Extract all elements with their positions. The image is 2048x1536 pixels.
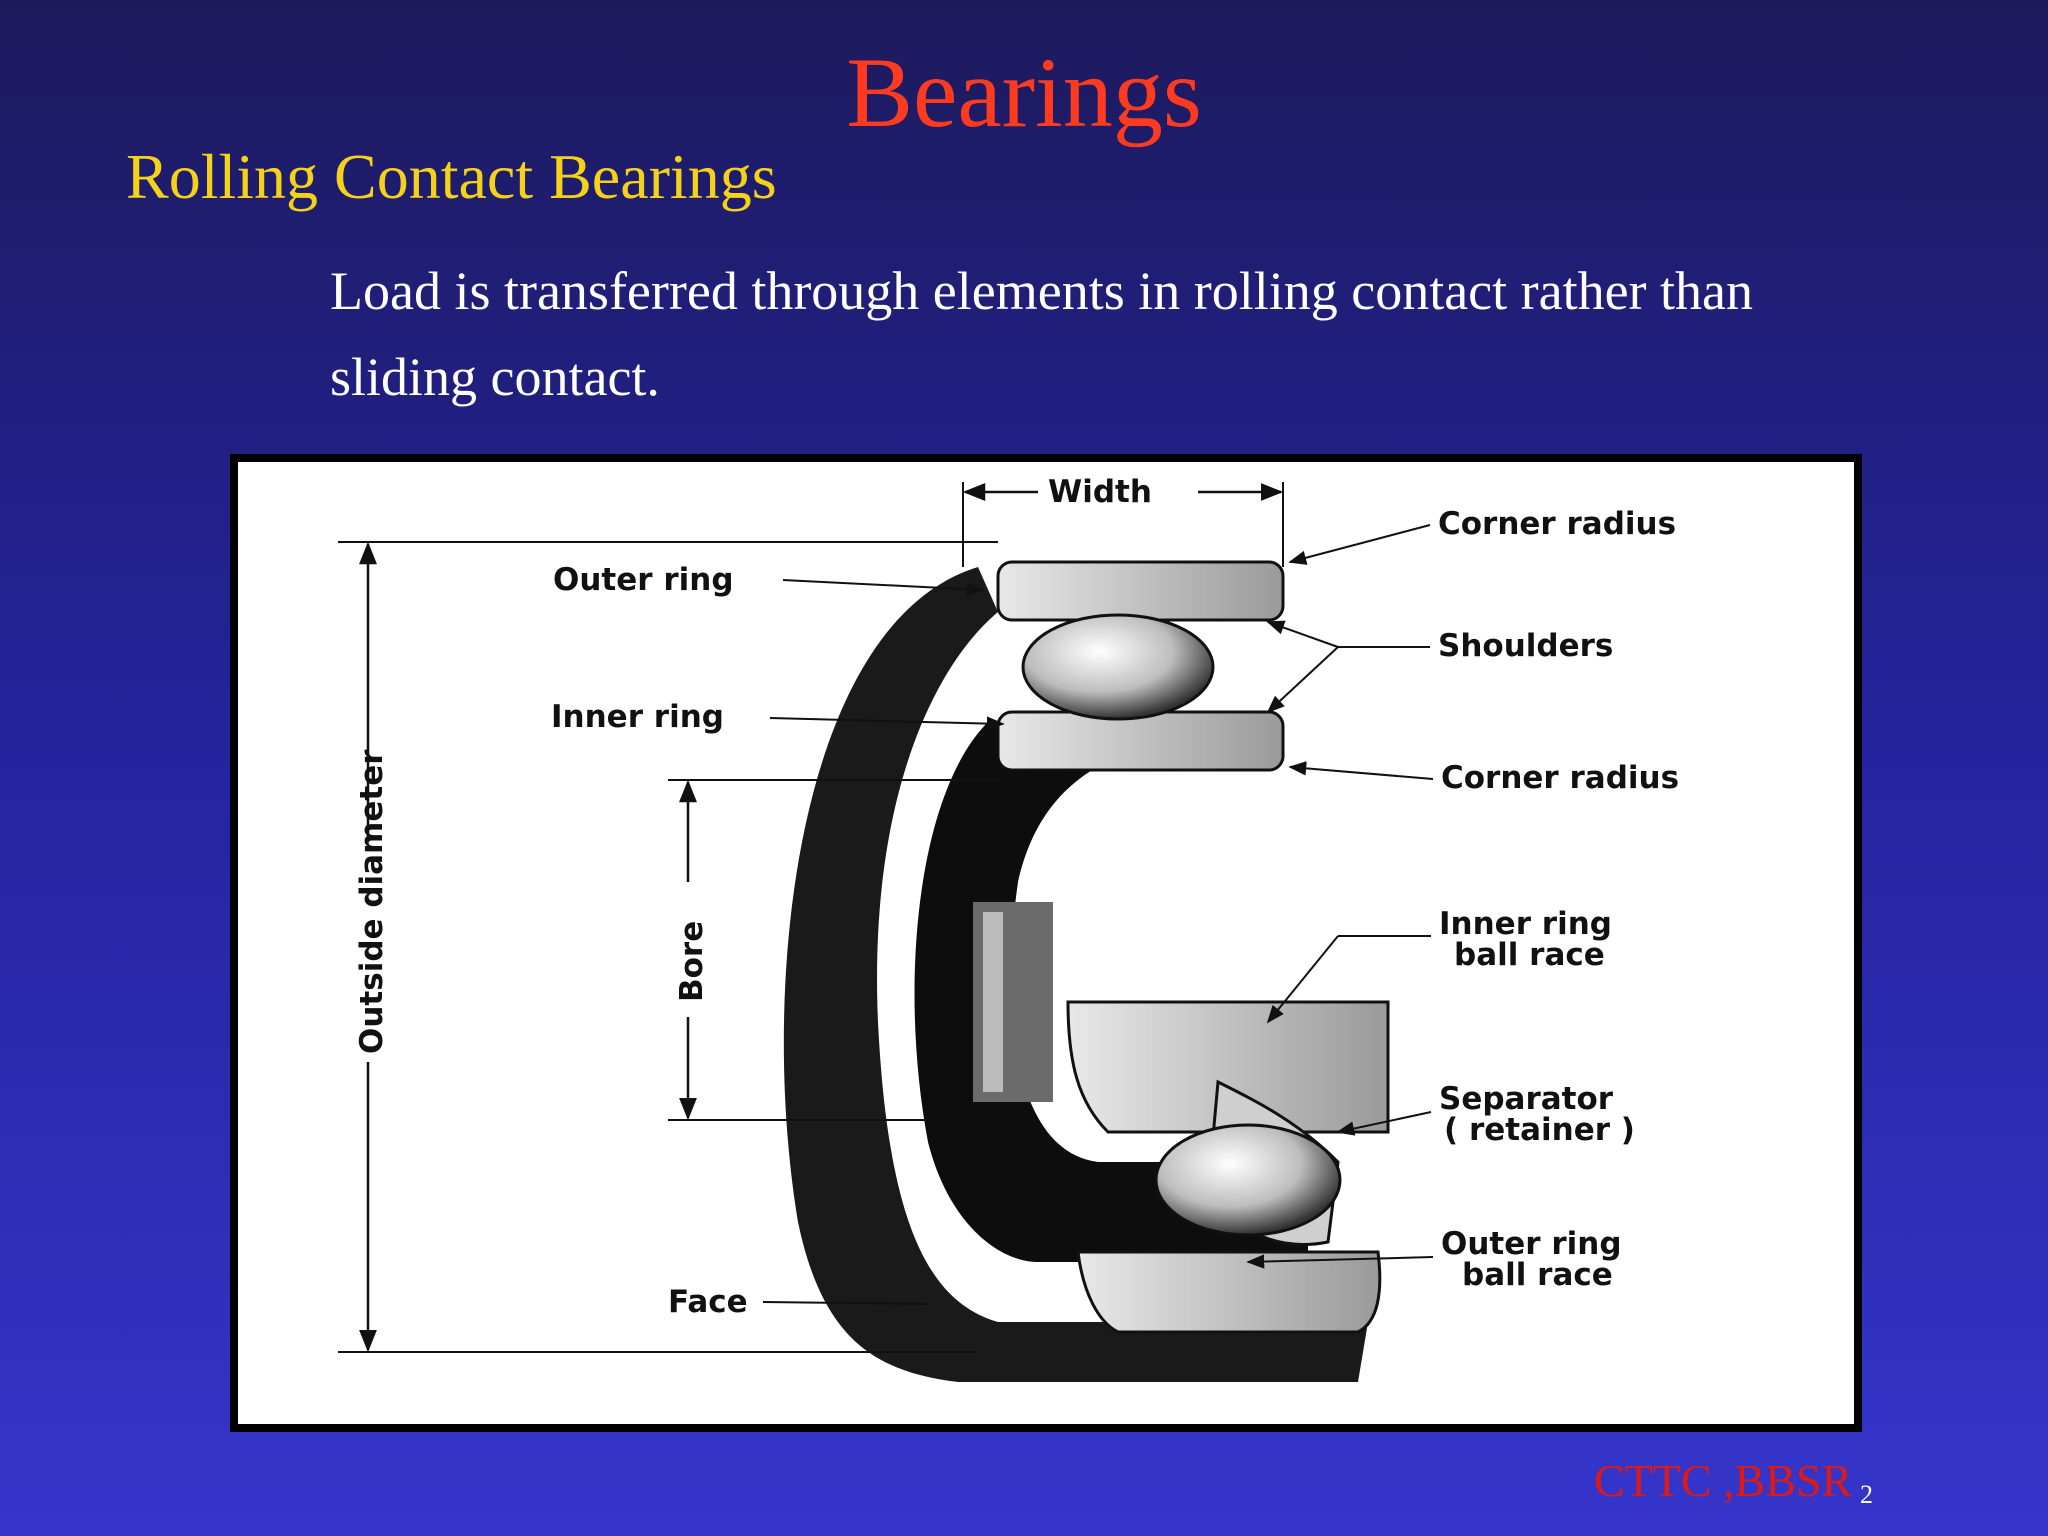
label-bore: Bore <box>674 921 710 1002</box>
label-shoulders: Shoulders <box>1438 628 1613 664</box>
label-separator-1: Separator <box>1439 1081 1614 1117</box>
label-outside-diameter: Outside diameter <box>354 749 390 1054</box>
label-inner-ring: Inner ring <box>551 699 724 735</box>
bearing-diagram: Width Outside diameter Bore Outer ring I… <box>238 462 1854 1424</box>
body-text: Load is transferred through elements in … <box>330 248 1890 420</box>
label-outer-ring: Outer ring <box>553 562 734 598</box>
bearing-illustration <box>783 560 1390 1382</box>
label-face: Face <box>668 1284 748 1320</box>
slide-title: Bearings <box>846 37 1202 148</box>
bearing-diagram-frame: Width Outside diameter Bore Outer ring I… <box>230 454 1862 1432</box>
label-outer-ring-ball-race-1: Outer ring <box>1441 1226 1622 1262</box>
label-inner-ring-ball-race-1: Inner ring <box>1439 906 1612 942</box>
page-number: 2 <box>1860 1480 1873 1509</box>
label-corner-radius-top: Corner radius <box>1438 506 1676 542</box>
label-inner-ring-ball-race-2: ball race <box>1454 937 1605 973</box>
label-corner-radius-mid: Corner radius <box>1441 760 1679 796</box>
label-outer-ring-ball-race-2: ball race <box>1462 1257 1613 1293</box>
body-line-2: sliding contact. <box>330 347 660 407</box>
body-line-1: Load is transferred through elements in … <box>330 261 1754 321</box>
slide-subtitle: Rolling Contact Bearings <box>126 141 777 212</box>
footer-organization: CTTC ,BBSR <box>1594 1455 1853 1506</box>
label-width: Width <box>1048 474 1152 510</box>
label-separator-2: ( retainer ) <box>1444 1112 1635 1148</box>
